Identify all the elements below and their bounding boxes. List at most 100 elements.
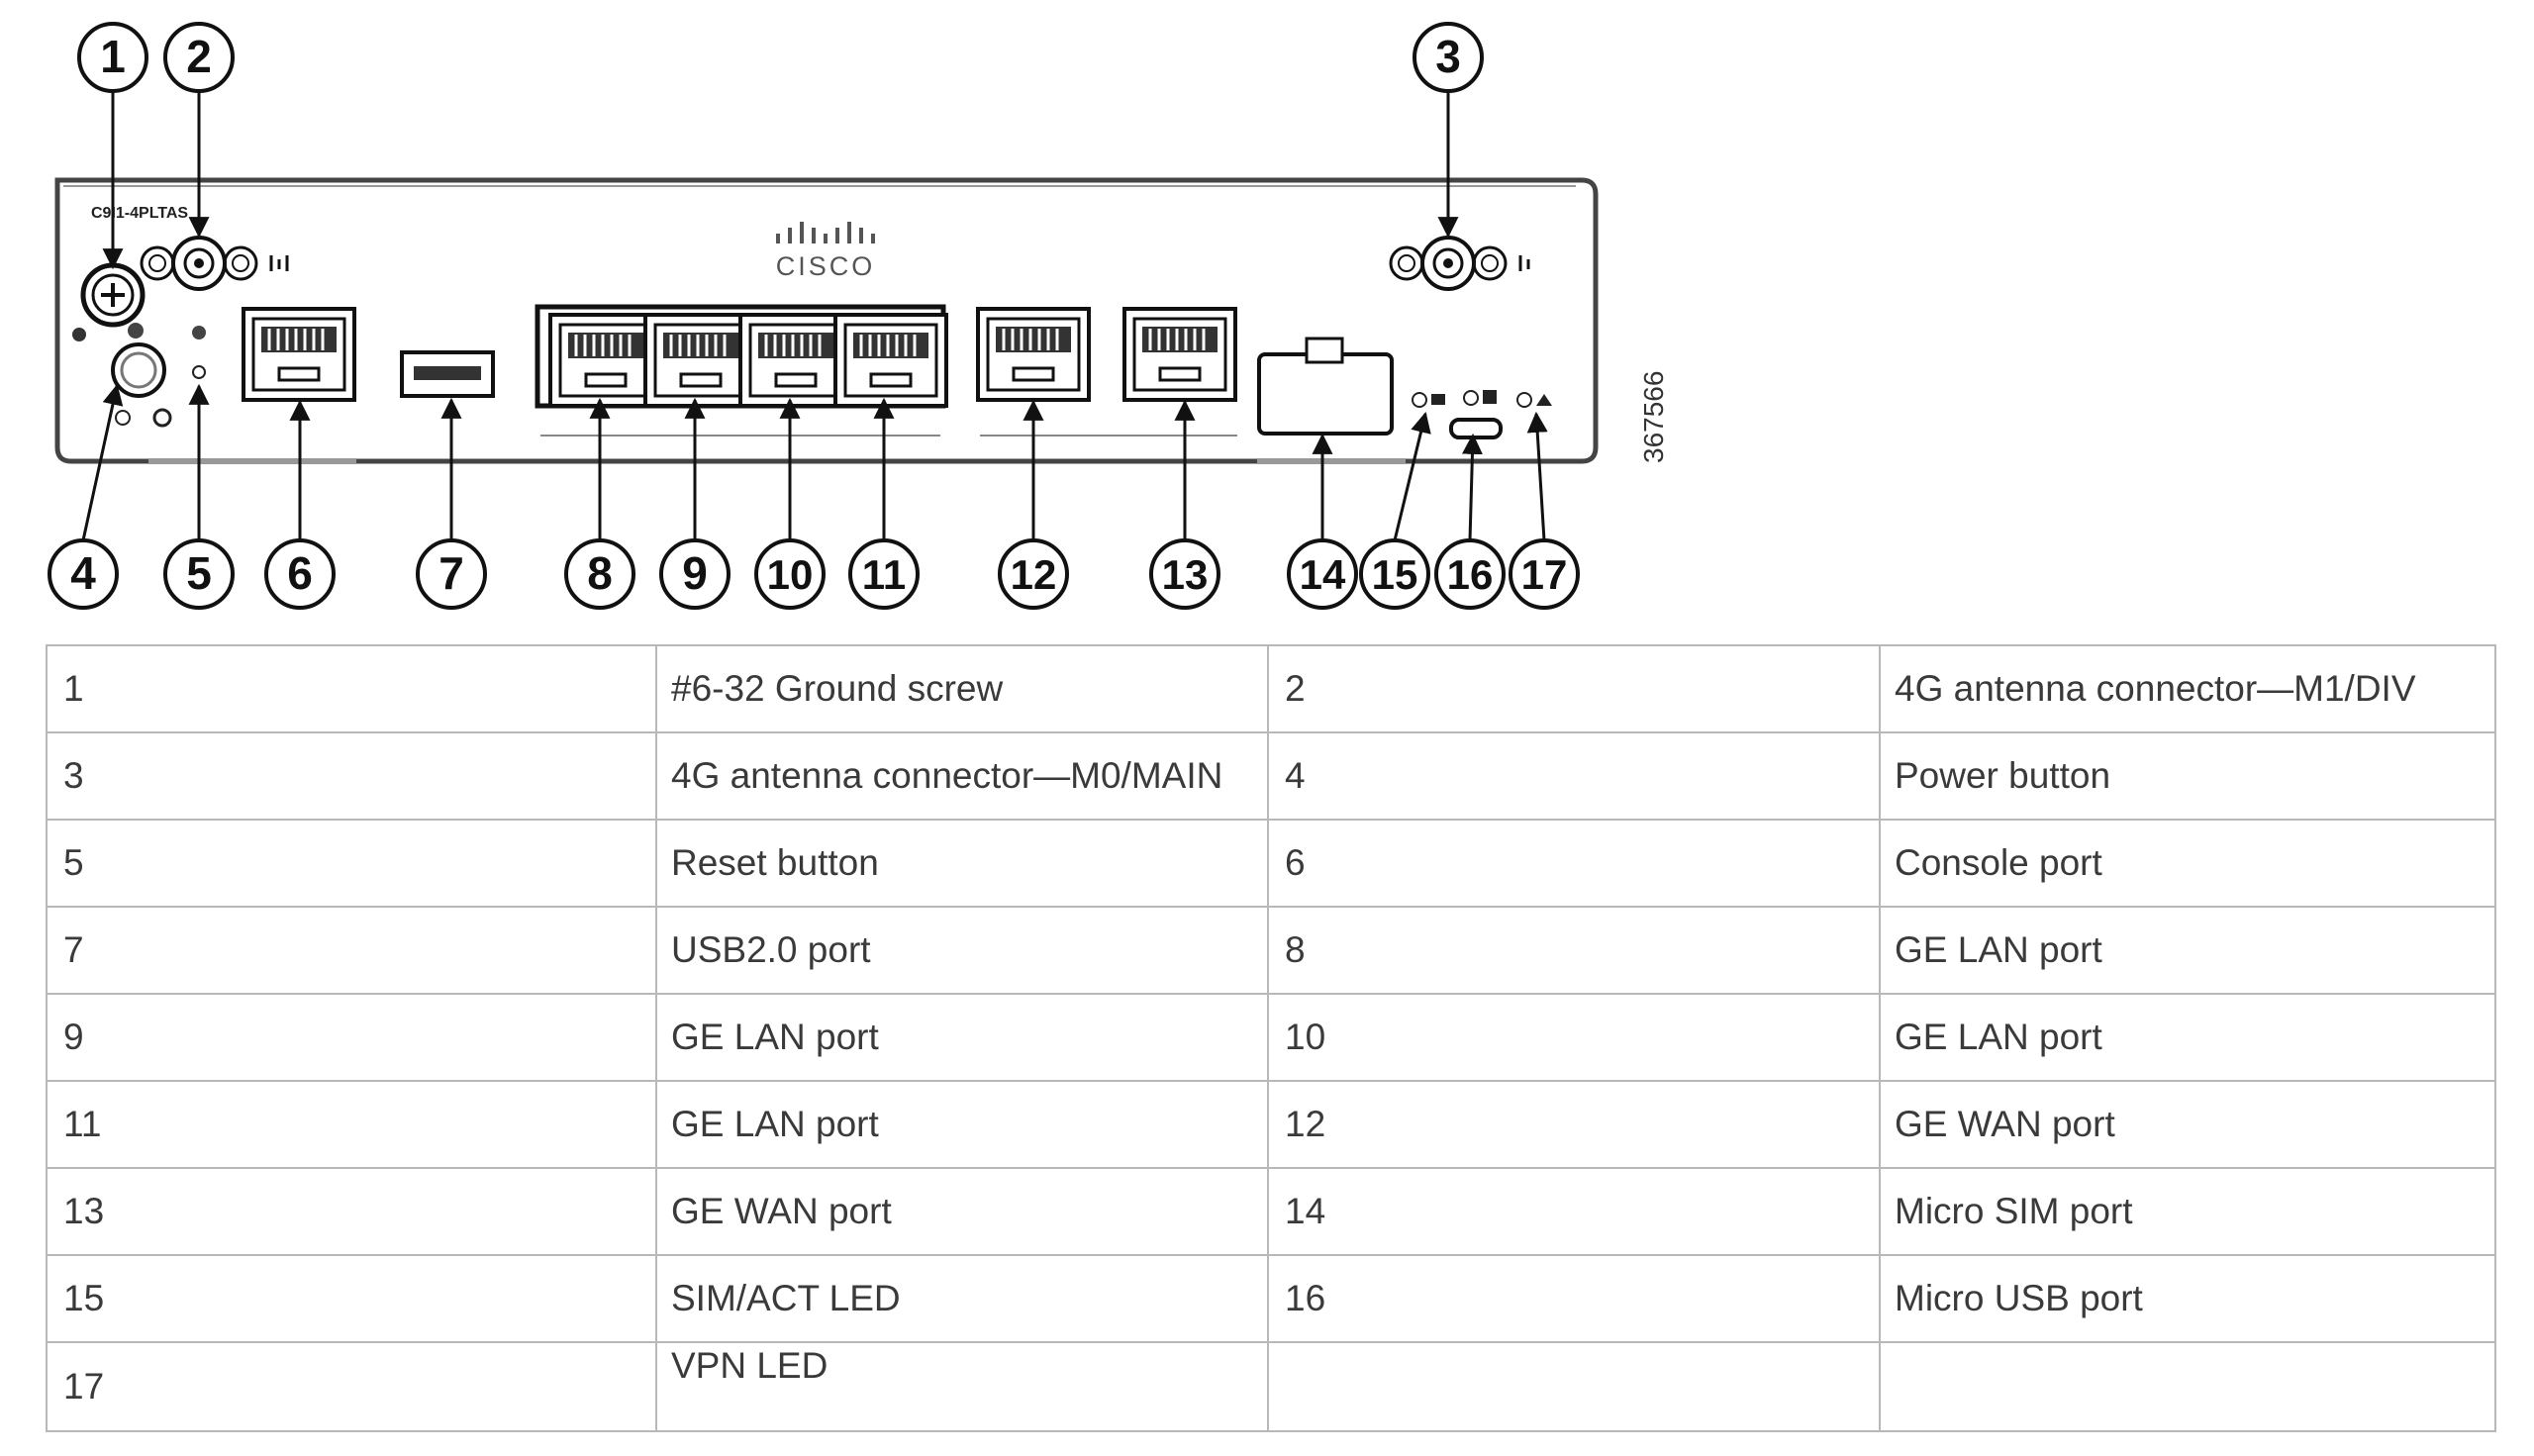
callout-number-cell: 12	[1267, 1080, 1881, 1169]
callout-circle-3	[1413, 22, 1484, 93]
description-cell: USB2.0 port	[655, 906, 1269, 995]
callout-number-5: 5	[186, 547, 212, 599]
callout-circle-8	[564, 538, 635, 610]
callout-circle-6	[264, 538, 336, 610]
description-cell: Power button	[1879, 731, 2496, 821]
callout-circle-4	[48, 538, 119, 610]
callout-circle-11	[848, 538, 920, 610]
callout-number-11: 11	[862, 551, 906, 598]
description-cell: VPN LED	[655, 1341, 1269, 1432]
callout-number-12: 12	[1011, 551, 1057, 598]
micro-usb-port	[1449, 418, 1503, 439]
callout-number-cell	[1267, 1341, 1881, 1432]
callout-number-cell: 3	[46, 731, 657, 821]
description-cell: GE LAN port	[655, 1080, 1269, 1169]
callout-number-cell: 14	[1267, 1167, 1881, 1256]
callout-number-2: 2	[186, 31, 212, 82]
callout-number-cell: 16	[1267, 1254, 1881, 1343]
description-cell: GE LAN port	[1879, 906, 2496, 995]
callout-number-7: 7	[439, 547, 464, 599]
callout-circle-14	[1287, 538, 1358, 610]
description-cell: 4G antenna connector—M0/MAIN	[655, 731, 1269, 821]
callout-number-9: 9	[682, 547, 708, 599]
console-port	[242, 307, 356, 402]
sim-act-led	[1412, 392, 1427, 408]
callout-circle-12	[998, 538, 1069, 610]
callout-number-4: 4	[70, 547, 96, 599]
callout-number-13: 13	[1162, 551, 1209, 598]
callout-number-16: 16	[1447, 551, 1494, 598]
description-cell: GE WAN port	[655, 1167, 1269, 1256]
callout-number-8: 8	[587, 547, 613, 599]
callout-circle-7	[416, 538, 487, 610]
description-cell: Console port	[1879, 819, 2496, 908]
callout-circle-16	[1434, 538, 1506, 610]
description-cell: Micro USB port	[1879, 1254, 2496, 1343]
micro-sim-port	[1257, 337, 1394, 436]
description-cell: GE LAN port	[655, 993, 1269, 1082]
figure-id: 367566	[1638, 371, 1669, 463]
description-cell: #6-32 Ground screw	[655, 644, 1269, 733]
usb2-port	[400, 350, 495, 398]
callout-number-14: 14	[1300, 551, 1346, 598]
description-cell	[1879, 1341, 2496, 1432]
callout-number-cell: 1	[46, 644, 657, 733]
callout-arrow-17	[1526, 411, 1548, 541]
router-front-panel-diagram: C9I1-4PLTAS CISCO	[48, 22, 1669, 610]
description-cell: GE WAN port	[1879, 1080, 2496, 1169]
ge-wan-port-12	[976, 307, 1091, 402]
callout-circle-2	[163, 22, 235, 93]
callout-number-cell: 8	[1267, 906, 1881, 995]
description-cell: GE LAN port	[1879, 993, 2496, 1082]
callout-number-cell: 11	[46, 1080, 657, 1169]
callout-circle-1	[77, 22, 148, 93]
callout-circle-17	[1509, 538, 1580, 610]
callout-circle-15	[1359, 538, 1430, 610]
callout-number-6: 6	[287, 547, 313, 599]
power-button	[111, 342, 166, 398]
description-cell: Micro SIM port	[1879, 1167, 2496, 1256]
callout-number-1: 1	[100, 31, 126, 82]
reset-button	[192, 365, 206, 379]
ground-screw	[80, 262, 146, 328]
callout-number-cell: 4	[1267, 731, 1881, 821]
description-cell: SIM/ACT LED	[655, 1254, 1269, 1343]
callout-number-15: 15	[1372, 551, 1418, 598]
callout-number-cell: 5	[46, 819, 657, 908]
callout-number-cell: 9	[46, 993, 657, 1082]
callout-number-3: 3	[1435, 31, 1461, 82]
callout-number-17: 17	[1521, 551, 1568, 598]
callout-circle-13	[1149, 538, 1220, 610]
ge-lan-port-11	[833, 313, 948, 408]
cisco-logo	[776, 222, 875, 243]
lan-port-group	[535, 304, 948, 409]
callout-number-10: 10	[767, 551, 814, 598]
status-led	[72, 328, 86, 341]
callout-arrow-16	[1461, 433, 1483, 541]
description-cell: Reset button	[655, 819, 1269, 908]
vpn-led	[1516, 392, 1532, 408]
callout-circle-5	[163, 538, 235, 610]
callout-arrow-15	[1393, 411, 1431, 541]
callout-number-cell: 10	[1267, 993, 1881, 1082]
ge-wan-port-13	[1122, 307, 1237, 402]
callout-number-cell: 2	[1267, 644, 1881, 733]
callout-number-cell: 17	[46, 1341, 657, 1432]
callout-arrow-4	[81, 383, 124, 541]
model-label: C9I1-4PLTAS	[91, 205, 188, 222]
callout-circle-9	[659, 538, 731, 610]
callout-number-cell: 13	[46, 1167, 657, 1256]
description-cell: 4G antenna connector—M1/DIV	[1879, 644, 2496, 733]
